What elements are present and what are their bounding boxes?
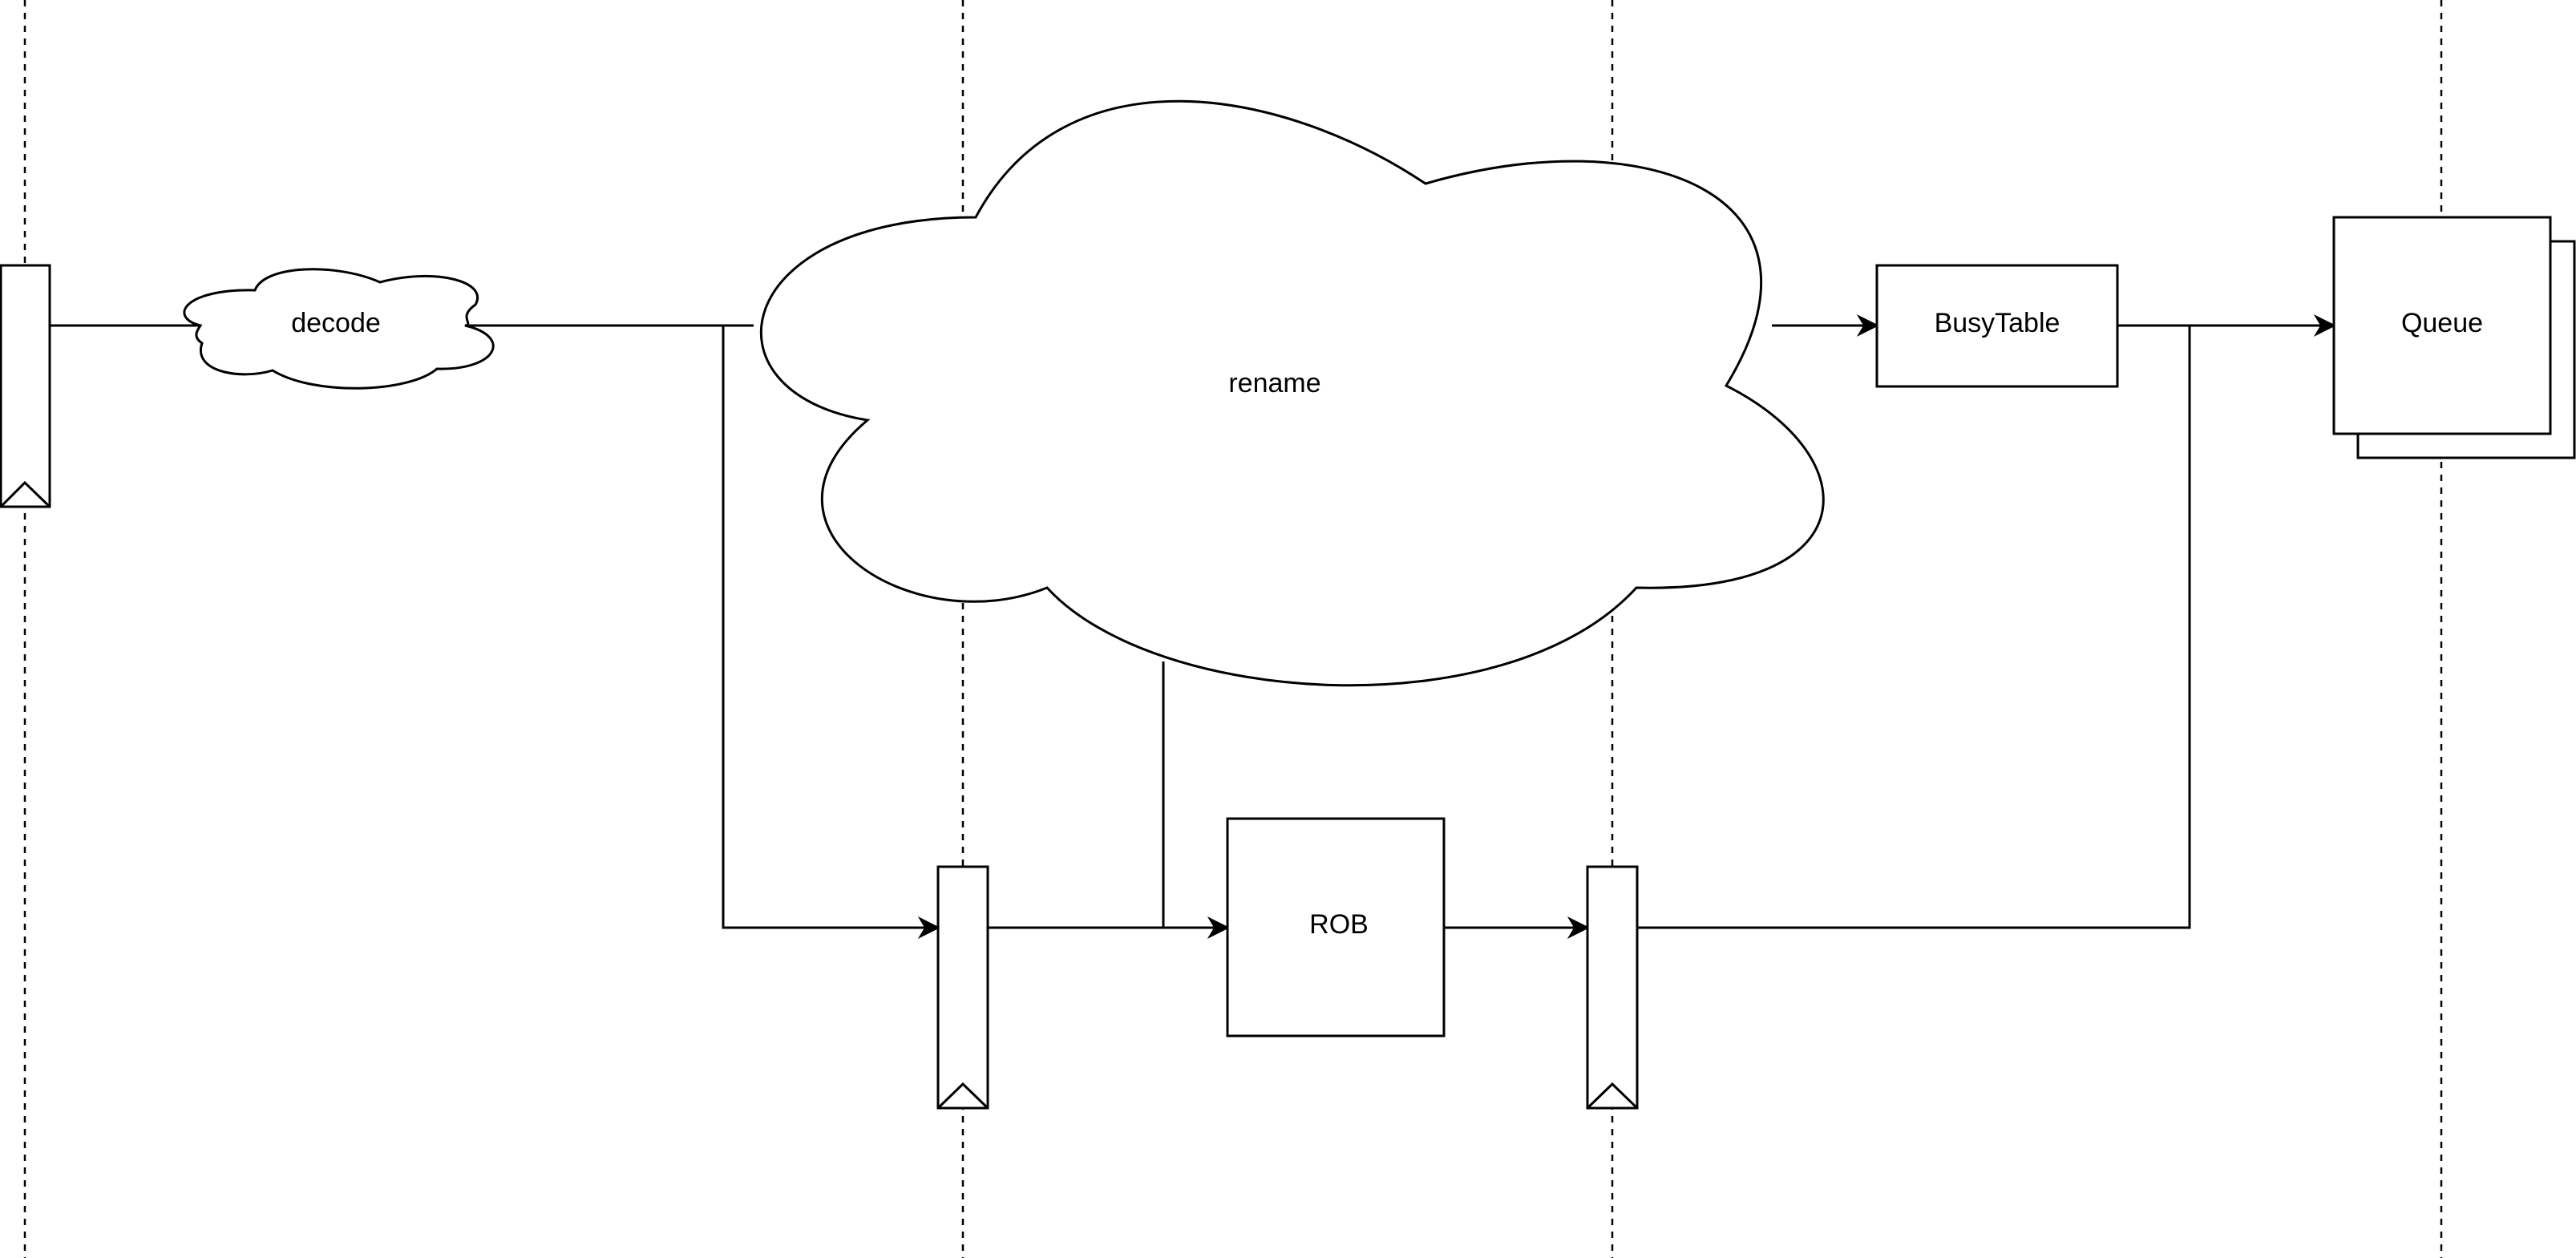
rob-label: ROB (1309, 909, 1369, 940)
rob-box: ROB (1226, 817, 1446, 1038)
rename-cloud: rename (759, 99, 1825, 687)
decode-cloud: decode (183, 268, 495, 390)
pipeline-register-3 (1586, 865, 1639, 1110)
busytable-box: BusyTable (1875, 264, 2119, 388)
pipeline-register-2 (936, 865, 989, 1110)
wire-decode-branch-reg2 (722, 326, 940, 939)
pipeline-register-1 (0, 264, 51, 508)
queue-box: Queue (2332, 216, 2576, 459)
wire-reg3-queue (1637, 326, 2191, 929)
rename-label: rename (1228, 368, 1320, 398)
queue-label: Queue (2401, 308, 2483, 338)
busytable-label: BusyTable (1935, 308, 2060, 338)
decode-label: decode (291, 308, 381, 338)
